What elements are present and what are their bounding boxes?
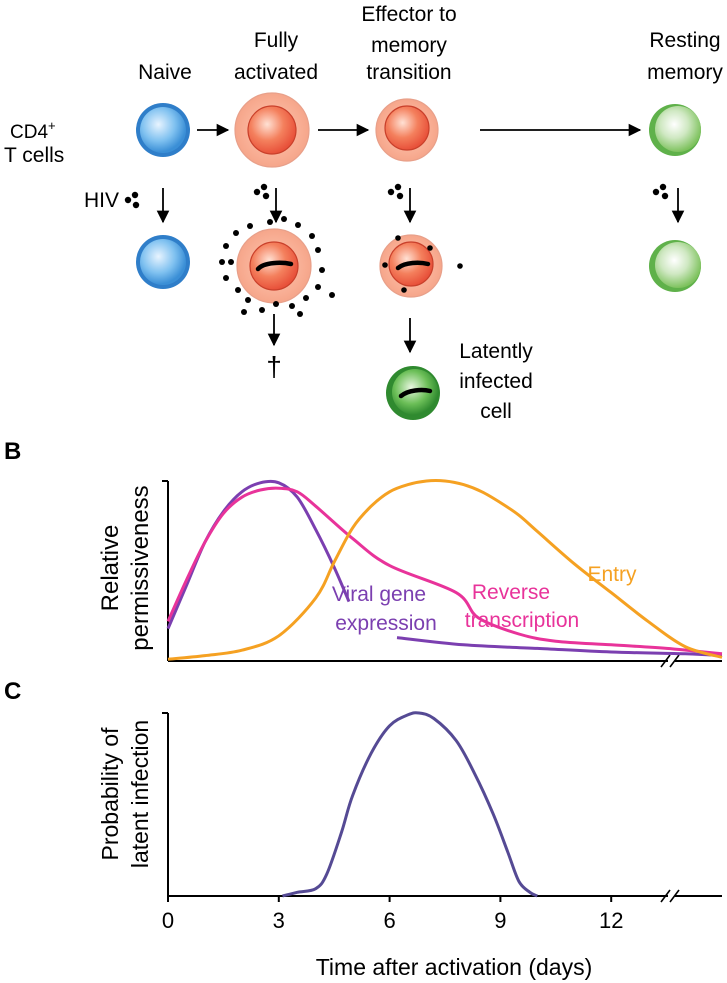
- cd4-t-cells-label: CD4+ T cells: [4, 118, 64, 167]
- virus-particles-effector: [387, 183, 404, 200]
- series-reverse-transcription: [166, 486, 723, 656]
- panel-c-axes: [162, 712, 722, 903]
- stage-resting-memory-label: Resting memory: [647, 29, 723, 84]
- axis-break-mark: [660, 654, 680, 668]
- svg-text:Probability of: Probability of: [97, 727, 123, 861]
- resting-memory-cell: [649, 104, 701, 156]
- hiv-label: HIV: [84, 189, 119, 212]
- panel-c-x-ticks: 0 3 6 9 12: [162, 896, 623, 933]
- panel-c-label: C: [4, 678, 21, 705]
- reverse-transcription-label: Reverse transcription: [465, 581, 579, 632]
- svg-text:Relative: Relative: [97, 525, 124, 612]
- naive-cell: [136, 103, 190, 157]
- stage-effector-memory-label: Effector to memory transition: [361, 3, 456, 84]
- svg-text:memory: memory: [647, 61, 723, 84]
- viral-gene-expression-label: Viral gene expression: [332, 583, 437, 635]
- svg-text:CD4+: CD4+: [10, 118, 56, 143]
- entry-label: Entry: [587, 563, 637, 586]
- series-latent-infection-probability: [282, 711, 538, 898]
- svg-text:Fully: Fully: [254, 29, 299, 52]
- panel-c-ylabel: Probability of latent infection: [97, 720, 153, 868]
- effector-cell-infected: [379, 234, 463, 298]
- svg-text:activated: activated: [234, 61, 318, 84]
- svg-text:T cells: T cells: [4, 144, 64, 167]
- x-tick-label-12: 12: [599, 908, 623, 933]
- svg-text:Viral gene: Viral gene: [332, 583, 426, 606]
- x-tick-label-9: 9: [494, 908, 506, 933]
- activated-cell: [234, 92, 310, 168]
- panel-b-axes: [162, 480, 722, 668]
- virus-particles-naive: [124, 191, 140, 209]
- effector-cell: [375, 98, 439, 162]
- panel-b-curves: [166, 479, 723, 661]
- panel-b: B Relative permissiveness Viral gene exp…: [4, 438, 723, 668]
- series-viral-gene-expression: [166, 479, 351, 630]
- stage-fully-activated-label: Fully activated: [234, 29, 318, 84]
- stage-naive-label: Naive: [138, 61, 192, 84]
- svg-text:latent infection: latent infection: [127, 720, 153, 868]
- panel-b-label: B: [4, 438, 21, 465]
- naive-cell-exposed: [136, 235, 190, 289]
- panel-c-curves: [282, 711, 538, 898]
- panel-c: C Probability of latent infection 0 3 6 9 12…: [4, 678, 722, 980]
- x-tick-label-3: 3: [273, 908, 285, 933]
- svg-text:Reverse: Reverse: [472, 581, 550, 604]
- svg-text:cell: cell: [480, 400, 512, 423]
- death-symbol: †: [266, 351, 282, 382]
- axis-break-mark: [660, 889, 680, 903]
- svg-text:transition: transition: [366, 61, 451, 84]
- virus-particles-memory: [652, 183, 669, 200]
- series-entry: [167, 479, 723, 661]
- svg-text:Resting: Resting: [649, 29, 720, 52]
- budding-virions: [219, 216, 335, 317]
- panel-a: Naive Fully activated Effector to memory…: [4, 3, 723, 423]
- x-tick-label-0: 0: [162, 908, 174, 933]
- svg-text:permissiveness: permissiveness: [127, 485, 154, 650]
- svg-text:expression: expression: [335, 612, 437, 635]
- latent-cell-label: Latently infected cell: [459, 340, 533, 423]
- svg-text:Latently: Latently: [459, 340, 533, 363]
- svg-text:transcription: transcription: [465, 609, 579, 632]
- virus-particles-activated: [253, 183, 270, 200]
- panel-b-ylabel: Relative permissiveness: [97, 485, 154, 650]
- latent-cell: [386, 366, 440, 420]
- svg-text:memory: memory: [371, 34, 447, 57]
- x-axis-label: Time after activation (days): [316, 954, 593, 980]
- resting-memory-cell-exposed: [649, 240, 701, 292]
- x-tick-label-6: 6: [383, 908, 395, 933]
- svg-text:infected: infected: [459, 370, 533, 393]
- svg-text:Effector to: Effector to: [361, 3, 456, 26]
- series-viral-gene-expression-tail: [396, 636, 723, 658]
- activated-cell-infected: [219, 216, 335, 317]
